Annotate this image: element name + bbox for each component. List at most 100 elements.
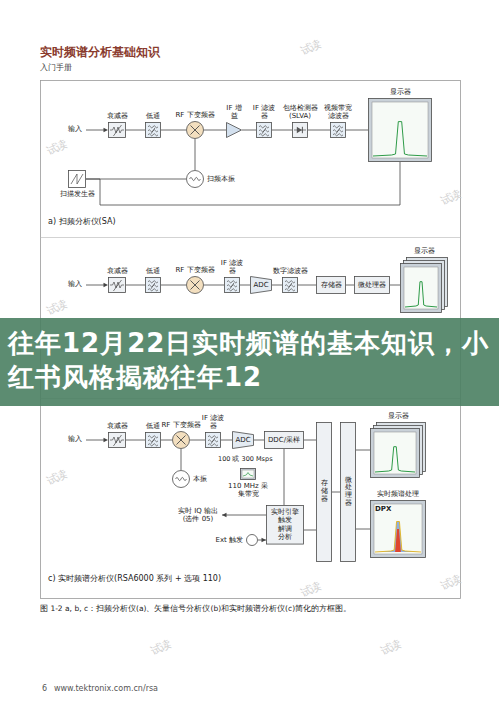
component-text: 微处理器 <box>345 477 352 508</box>
symbol-mark <box>176 477 187 480</box>
symbol-mark <box>405 282 437 307</box>
symbol-graphic <box>370 422 426 478</box>
component-heading: 包络检测器 (SLVA) <box>281 104 319 120</box>
symbol-mark <box>285 289 295 291</box>
signal-wire <box>126 440 145 441</box>
signal-wire <box>221 440 232 441</box>
symbol-mark <box>211 438 215 444</box>
symbol-outline <box>173 471 190 488</box>
component-text: 触发 <box>278 516 292 524</box>
signal-wire <box>181 449 182 470</box>
detector-block: 包络检测器 (SLVA) <box>292 122 308 138</box>
signal-wire <box>190 440 205 441</box>
footer-url: www.tektronix.com.cn/rsa <box>54 684 158 694</box>
component-heading: 显示器 <box>414 247 435 255</box>
filter-block: IF 滤波器 <box>256 122 272 138</box>
display-stack: 显示器 <box>370 422 426 478</box>
component-heading: 扫描发生器 <box>60 190 95 198</box>
symbol-mark <box>333 134 343 136</box>
signal-wire <box>204 285 224 286</box>
signal-wire <box>356 529 370 530</box>
symbol-outline <box>109 278 126 293</box>
symbol-outline <box>241 469 256 480</box>
filter-block: 低通 <box>145 432 161 448</box>
signal-wire <box>195 139 196 170</box>
symbol-outline <box>267 506 304 545</box>
component-heading: RF 下变频器 <box>175 111 214 119</box>
symbol-graphic <box>145 432 161 448</box>
amplifier-symbol: IF 增益 <box>226 122 242 138</box>
symbol-mark <box>148 444 158 446</box>
signal-wire <box>161 130 186 131</box>
watermark: 试读 <box>438 186 464 209</box>
component-heading: 衰减器 <box>107 267 128 275</box>
symbol-outline <box>355 277 390 294</box>
symbol-outline <box>283 278 298 293</box>
symbol-mark <box>230 283 234 289</box>
symbol-mark <box>288 283 292 289</box>
symbol-outline <box>374 426 423 475</box>
process-box: 存储器 <box>316 276 346 294</box>
component-heading: 衰减器 <box>107 422 128 430</box>
signal-wire <box>126 130 145 131</box>
symbol-graphic <box>205 432 221 448</box>
symbol-graphic <box>246 534 258 546</box>
signal-wire <box>126 285 145 286</box>
symbol-mark <box>336 128 340 134</box>
component-text: ADC <box>253 281 268 289</box>
filter-block: 数字滤波器 <box>282 277 298 293</box>
process-box: 微处理器 <box>354 276 390 294</box>
signal-wire <box>161 440 172 441</box>
adc-block: ADC <box>250 276 272 294</box>
symbol-mark <box>243 473 253 476</box>
signal-wire <box>346 130 368 131</box>
signal-wire <box>222 515 266 516</box>
arrowhead <box>222 513 227 517</box>
signal-wire <box>204 130 226 131</box>
symbol-graphic <box>145 122 161 138</box>
symbol-graphic <box>172 470 190 488</box>
input-arrowhead <box>104 128 109 132</box>
subfigure-caption: a) 扫频分析仪(SA) <box>48 217 116 227</box>
component-heading: RF 下变频器 <box>161 421 200 429</box>
symbol-outline <box>369 99 432 162</box>
signal-wire <box>272 130 292 131</box>
watermark: 试读 <box>378 636 404 659</box>
symbol-mark <box>333 126 343 128</box>
component-heading: IF 增益 <box>224 104 244 120</box>
symbol-mark <box>375 447 415 472</box>
symbol-graphic <box>108 277 126 293</box>
component-heading: 110 MHz 采集带宽 <box>228 482 268 498</box>
attenuator-block: 衰减器 <box>108 122 126 138</box>
component-text: DPX <box>375 505 391 513</box>
filter-block: 低通 <box>145 122 161 138</box>
screen-area <box>374 432 416 474</box>
symbol-graphic <box>186 170 204 188</box>
adc-block: ADC <box>232 431 254 449</box>
component-heading: 本振 <box>193 474 207 484</box>
filter-block: IF 滤波器 <box>224 277 240 293</box>
component-heading: IF 滤波器 <box>220 259 244 275</box>
symbol-mark <box>110 127 124 133</box>
filter-block: 低通 <box>145 277 161 293</box>
subfigure-caption: c) 实时频谱分析仪(RSA6000 系列 + 选项 110) <box>48 574 221 584</box>
symbol-outline <box>265 432 304 449</box>
component-text: ADC <box>235 436 250 444</box>
symbol-mark <box>191 281 200 290</box>
symbol-graphic <box>256 122 272 138</box>
component-heading: 视频带宽滤波器 <box>323 104 353 120</box>
output-note: 实时 IQ 输出 (选件 05) <box>174 504 222 527</box>
signal-wire <box>304 530 316 531</box>
screen-area <box>404 267 438 309</box>
component-text: DDC/采样 <box>268 436 300 444</box>
input-label: 输入 <box>68 280 82 288</box>
component-heading: RF 下变频器 <box>175 266 214 274</box>
symbol-outline <box>293 123 308 138</box>
component-heading: IF 滤波器 <box>201 414 225 430</box>
sweep-generator: 扫描发生器 <box>68 170 86 188</box>
symbol-mark <box>259 126 269 128</box>
signal-wire <box>298 285 316 286</box>
component-heading: Ext 触发 <box>215 535 243 545</box>
subtitle: 入门手册 <box>40 63 72 72</box>
page-number: 6 <box>42 684 47 694</box>
